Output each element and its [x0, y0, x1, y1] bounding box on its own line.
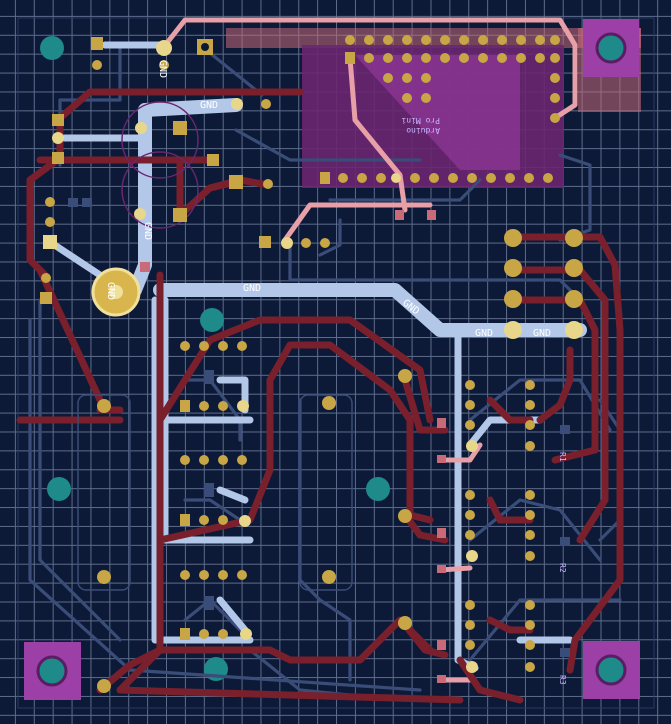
gnd-label-mid: GND — [243, 283, 261, 294]
module-text-a: Arduino — [406, 126, 440, 135]
silk-r3: R3 — [558, 675, 567, 685]
mounting-holes — [40, 36, 390, 681]
gnd-label-via: GND — [105, 282, 116, 300]
hole-1 — [40, 36, 64, 60]
connector-left — [77, 394, 131, 591]
hole-3 — [47, 477, 71, 501]
silk-r1: R1 — [558, 452, 567, 462]
gnd-label-right-a: GND — [475, 328, 493, 339]
cap-outline-2 — [121, 101, 199, 179]
cap-outline-1 — [121, 151, 199, 229]
mount-hole-bottom-right — [595, 654, 627, 686]
gnd-label-top: GND — [200, 100, 218, 111]
module-silk-fill — [355, 55, 520, 170]
connector-shells — [77, 101, 353, 591]
gnd-label-right-b: GND — [533, 328, 551, 339]
hole-2 — [200, 308, 224, 332]
mount-hole-bottom-left — [36, 655, 68, 687]
silk-r2: R2 — [558, 563, 567, 573]
hole-4 — [366, 477, 390, 501]
header-pins — [40, 35, 583, 693]
gnd-label-top-vert: GND — [157, 60, 168, 78]
gnd-label-left-vert: GND — [142, 222, 153, 240]
mount-hole-top-right — [595, 32, 627, 64]
module-text-b: Pro Mini — [401, 116, 440, 125]
connector-right — [299, 394, 353, 591]
